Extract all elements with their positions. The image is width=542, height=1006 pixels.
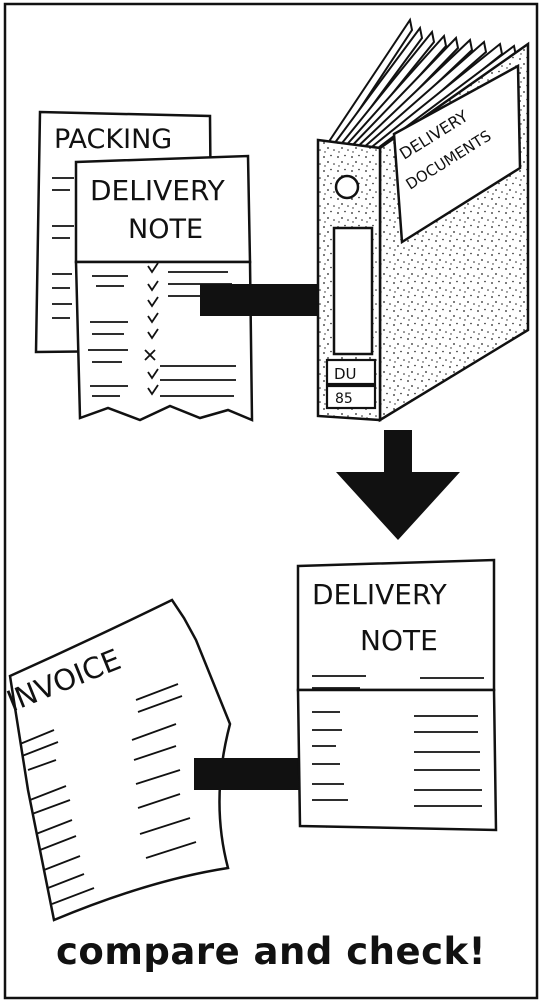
lower-note-title-line2: NOTE bbox=[360, 624, 438, 657]
delivery-note-lower: DELIVERY NOTE bbox=[296, 558, 498, 832]
spine-code: DU bbox=[334, 365, 357, 383]
lower-note-title-line1: DELIVERY bbox=[312, 578, 448, 611]
delivery-note-upper: DELIVERY NOTE bbox=[74, 154, 254, 422]
packing-label: PACKING bbox=[54, 124, 172, 155]
binder-ring-hole bbox=[334, 174, 360, 200]
spine-label-window bbox=[332, 226, 374, 356]
delivery-note-title-line2: NOTE bbox=[128, 214, 203, 245]
frame-border bbox=[3, 2, 539, 1000]
arrow-right-icon bbox=[200, 258, 366, 342]
delivery-note-title-line1: DELIVERY bbox=[90, 174, 226, 207]
caption: compare and check! bbox=[55, 930, 487, 973]
binder: DU 85 DELIVERY DOCUMENTS bbox=[316, 17, 530, 423]
arrow-down-icon bbox=[336, 430, 460, 540]
invoice: INVOICE bbox=[2, 598, 232, 922]
spine-number: 85 bbox=[335, 391, 353, 407]
